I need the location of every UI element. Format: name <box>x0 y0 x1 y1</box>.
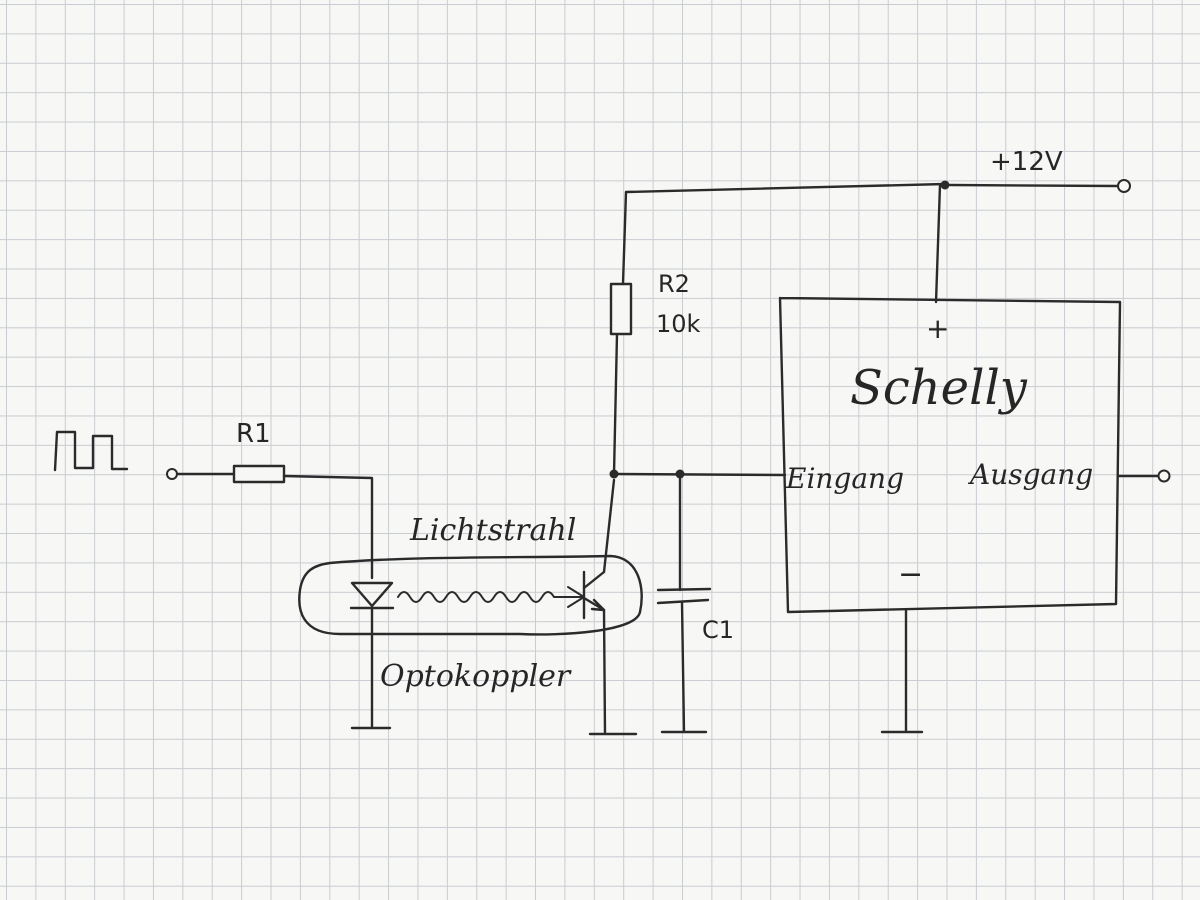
optocoupler-outline <box>298 554 643 636</box>
r1-to-led-wire <box>282 474 374 580</box>
supply-label: +12V <box>990 147 1063 177</box>
emitter-to-ground-wire <box>588 608 638 736</box>
phototransistor-collector <box>582 570 606 590</box>
schelly-block-outline <box>778 296 1122 614</box>
c1-lower-wire <box>660 600 708 734</box>
block-ground-wire <box>880 608 924 734</box>
led-triangle-icon <box>350 581 394 608</box>
block-minus-sign: − <box>898 557 923 592</box>
c1-label: C1 <box>702 616 734 644</box>
light-beam-label: Lichtstrahl <box>409 513 576 548</box>
r2-resistor <box>609 282 633 336</box>
input-label: Eingang <box>785 462 904 495</box>
output-label: Ausgang <box>967 458 1093 491</box>
block-name: Schelly <box>850 360 1028 416</box>
r2-value: 10k <box>656 310 701 338</box>
input-terminal <box>166 468 178 480</box>
supply-terminal <box>1117 179 1131 193</box>
r2-upper-wire <box>621 182 947 286</box>
r1-resistor <box>232 464 286 484</box>
supply-to-block-wire <box>934 183 942 304</box>
block-plus-sign: + <box>926 312 949 345</box>
supply-wire <box>948 183 1120 188</box>
r2-label: R2 <box>658 270 690 298</box>
supply-junction <box>940 180 950 190</box>
collector-wire <box>602 478 616 574</box>
signal-to-input-wire <box>612 472 787 477</box>
led-to-ground-wire <box>350 606 392 730</box>
r2-lower-wire <box>612 332 619 476</box>
light-beam-wave-icon <box>397 591 583 603</box>
pulse-signal-icon <box>53 430 129 472</box>
c1-plate-top <box>656 587 712 592</box>
optocoupler-label: Optokoppler <box>380 659 572 694</box>
output-terminal <box>1157 469 1171 483</box>
r1-label: R1 <box>236 419 271 449</box>
